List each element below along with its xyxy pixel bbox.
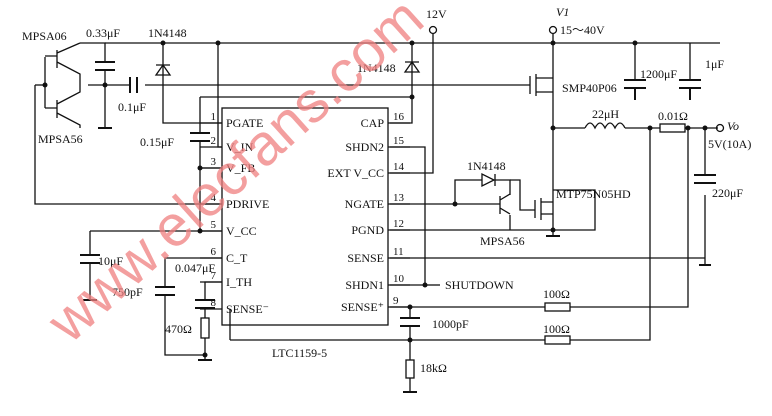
label-c5: 1μF [705, 57, 724, 71]
pin-number: 2 [211, 135, 217, 147]
label-r2: 100Ω [543, 287, 570, 301]
mosfet-smp40p06-icon [529, 74, 553, 96]
pin-number: 14 [393, 161, 405, 173]
pin-number: 15 [393, 135, 405, 147]
ic-body [221, 107, 389, 326]
pin-label: PGATE [226, 116, 263, 130]
pin-label: SHDN1 [345, 278, 384, 292]
label-d3: 1N4148 [467, 159, 506, 173]
label-m2: MTP75N05HD [556, 187, 631, 201]
pin-number: 1 [211, 111, 217, 123]
label-c6: 220μF [712, 186, 743, 200]
resistor-symbols [200, 123, 686, 379]
pin-label: V_IN [226, 140, 254, 154]
pin-number: 13 [393, 192, 405, 204]
label-r4: 18kΩ [420, 361, 447, 375]
pin-label: CAP [361, 116, 385, 130]
ic-name: LTC1159-5 [272, 346, 327, 360]
label-q1: MPSA06 [22, 29, 67, 43]
label-c1: 0.33μF [86, 26, 120, 40]
pin-label: EXT V_CC [327, 166, 384, 180]
pin-number: 5 [211, 219, 217, 231]
pin-number: 10 [393, 273, 405, 285]
pin-number: 3 [211, 156, 217, 168]
pin-label: C_T [226, 251, 248, 265]
pin-label: V_FB [226, 161, 255, 175]
capacitor-symbols [80, 61, 716, 327]
pin-number: 8 [211, 297, 217, 309]
label-c10: 1000pF [432, 317, 469, 331]
terminal-v1 [548, 25, 558, 35]
pin-number: 12 [393, 218, 404, 230]
diode-1n4148-left-icon [154, 63, 172, 76]
pin-label: SENSE⁻ [226, 302, 269, 316]
pin-label: V_CC [226, 224, 257, 238]
label-12v: 12V [426, 7, 447, 21]
terminal-vo [715, 123, 725, 133]
transistor-mpsa06-icon [45, 42, 81, 85]
pin-label: PGND [351, 223, 384, 237]
diode-1n4148-lower-icon [481, 172, 496, 188]
pin-label: I_TH [226, 275, 252, 289]
mosfet-mtp75n05hd-icon [534, 198, 553, 220]
label-l1: 22μH [592, 107, 619, 121]
label-shutdown[interactable]: SHUTDOWN [445, 278, 514, 292]
label-m1: SMP40P06 [562, 81, 617, 95]
label-c7: 10μF [98, 254, 123, 268]
label-c3: 0.15μF [140, 135, 174, 149]
pin-number: 7 [211, 270, 217, 282]
diode-1n4148-top-icon [403, 60, 421, 73]
label-vo: Vo [727, 119, 739, 133]
label-vo-spec: 5V(10A) [708, 137, 751, 151]
pin-label: SHDN2 [345, 140, 384, 154]
ground-symbols [83, 127, 711, 393]
label-r3: 100Ω [543, 322, 570, 336]
junctions [42, 40, 708, 358]
label-q2: MPSA56 [38, 132, 83, 146]
terminal-12v [428, 25, 438, 35]
pin-number: 11 [393, 246, 404, 258]
label-c9: 750pF [112, 285, 143, 299]
label-c8: 0.047μF [175, 261, 215, 275]
label-v1: V1 [556, 5, 569, 19]
transistor-mpsa56-right-icon [455, 193, 511, 215]
pin-label: SENSE [347, 251, 384, 265]
label-d1: 1N4148 [148, 26, 187, 40]
pin-number: 16 [393, 111, 405, 123]
pin-label: PDRIVE [226, 197, 269, 211]
wires [34, 34, 720, 392]
label-r1: 470Ω [165, 322, 192, 336]
label-c4: 1200μF [640, 67, 677, 81]
pin-number: 4 [211, 192, 217, 204]
label-c2: 0.1μF [118, 100, 146, 114]
pin-label: SENSE⁺ [341, 300, 384, 314]
pin-number: 6 [211, 246, 217, 258]
label-d2: 1N4148 [357, 61, 396, 75]
label-rs: 0.01Ω [658, 109, 688, 123]
pin-label: NGATE [345, 197, 384, 211]
transistor-mpsa56-left-icon [45, 85, 81, 128]
inductor-symbol [584, 122, 626, 130]
label-v1-range: 15～40V [560, 23, 605, 37]
pin-number: 9 [393, 295, 399, 307]
label-q3: MPSA56 [480, 234, 525, 248]
